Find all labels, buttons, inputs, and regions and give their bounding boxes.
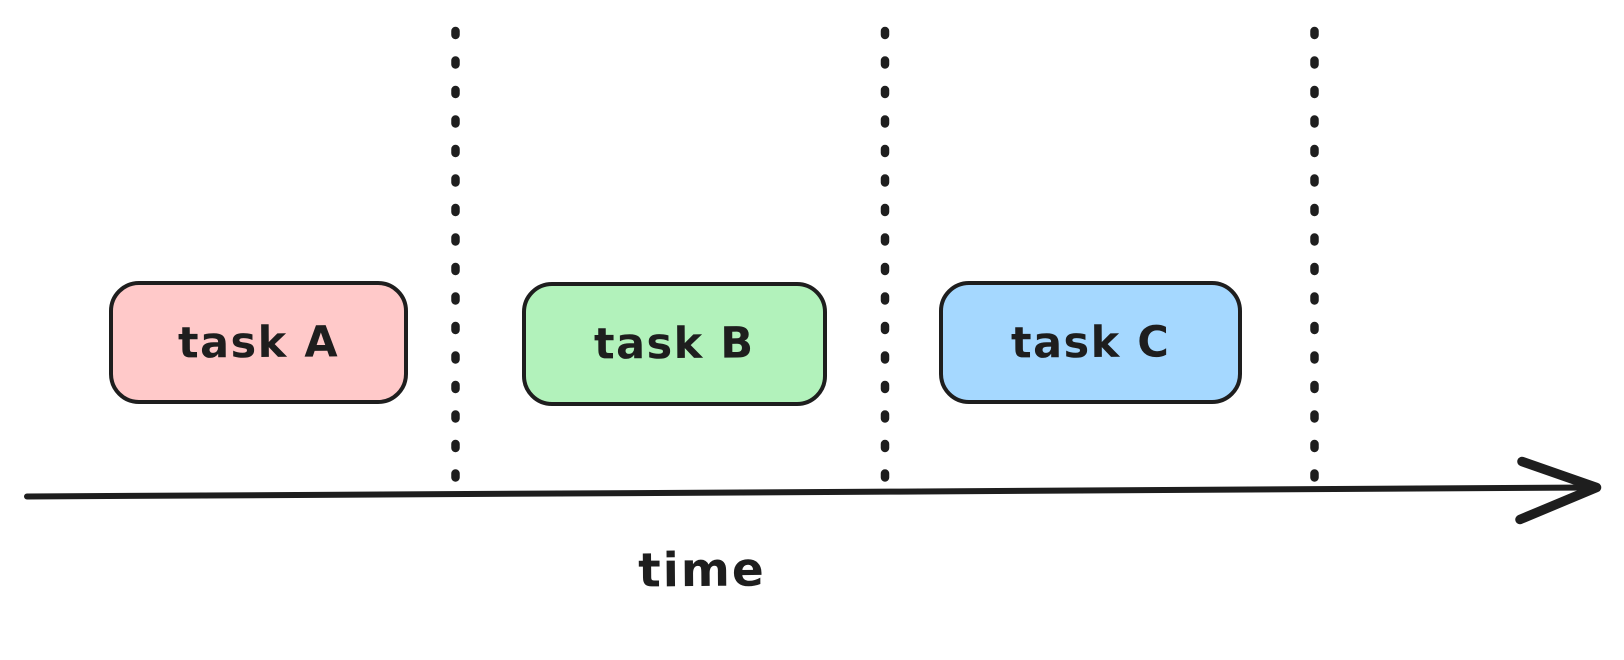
task-box-a: task A [109, 281, 408, 404]
task-box-c: task C [939, 281, 1242, 404]
time-axis-line [24, 484, 1594, 500]
task-b-label: task B [594, 318, 755, 370]
arrowhead-icon [1515, 456, 1602, 525]
task-box-b: task B [522, 282, 827, 406]
task-c-label: task C [1010, 316, 1171, 369]
time-axis-label: time [638, 542, 766, 599]
task-a-label: task A [177, 316, 340, 369]
